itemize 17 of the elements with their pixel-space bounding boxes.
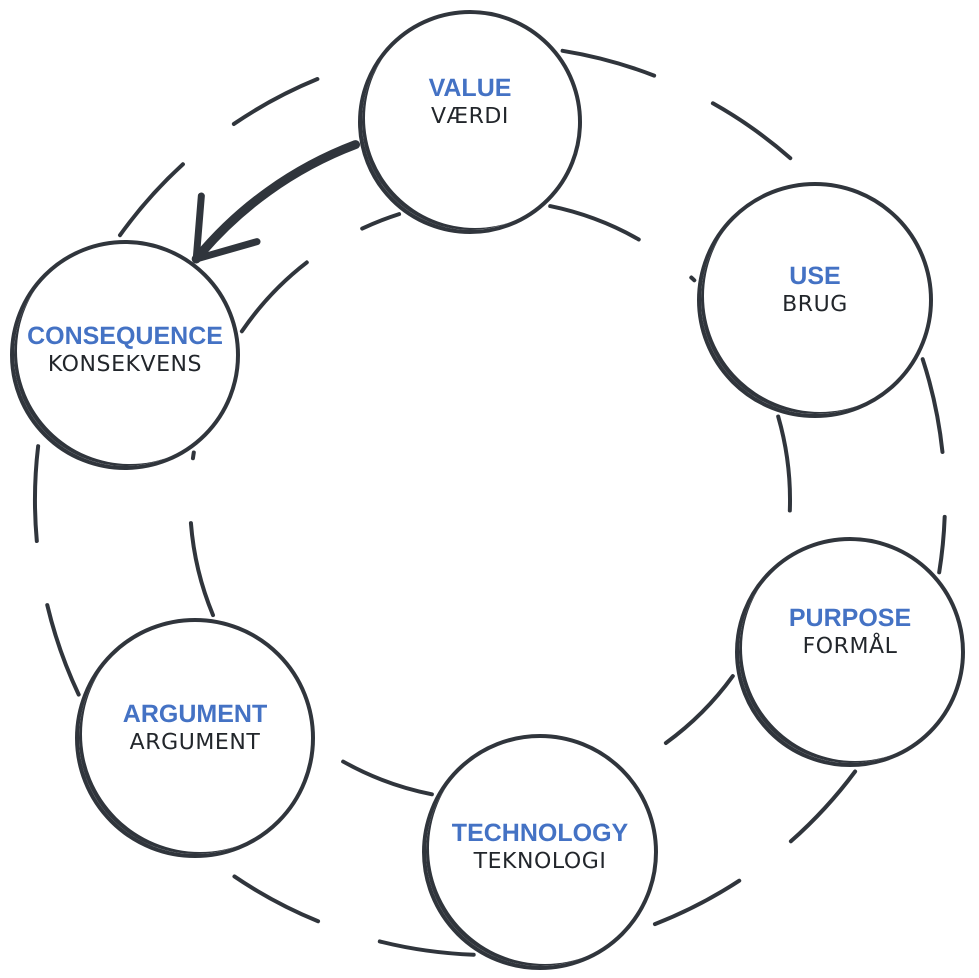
dashed-arc <box>240 212 402 334</box>
arrow <box>192 140 360 264</box>
node-title: USE <box>789 261 841 291</box>
dashed-arc <box>920 357 947 574</box>
node-title: ARGUMENT <box>122 699 268 729</box>
handwritten-label: ARGUMENT <box>130 729 260 757</box>
handwritten-label: BRUG <box>782 291 848 319</box>
handwritten-label: VÆRDI <box>431 103 509 131</box>
handwritten-label: KONSEKVENS <box>48 351 202 379</box>
node-title: CONSEQUENCE <box>27 321 223 351</box>
node-title: PURPOSE <box>788 603 912 632</box>
dashed-arc <box>548 204 696 282</box>
handwritten-label: FORMÅL <box>802 633 898 661</box>
node-title: VALUE <box>428 73 512 103</box>
handwritten-label: TEKNOLOGI <box>474 848 606 876</box>
node-title: TECHNOLOGY <box>452 818 628 848</box>
dashed-arc <box>188 450 215 618</box>
